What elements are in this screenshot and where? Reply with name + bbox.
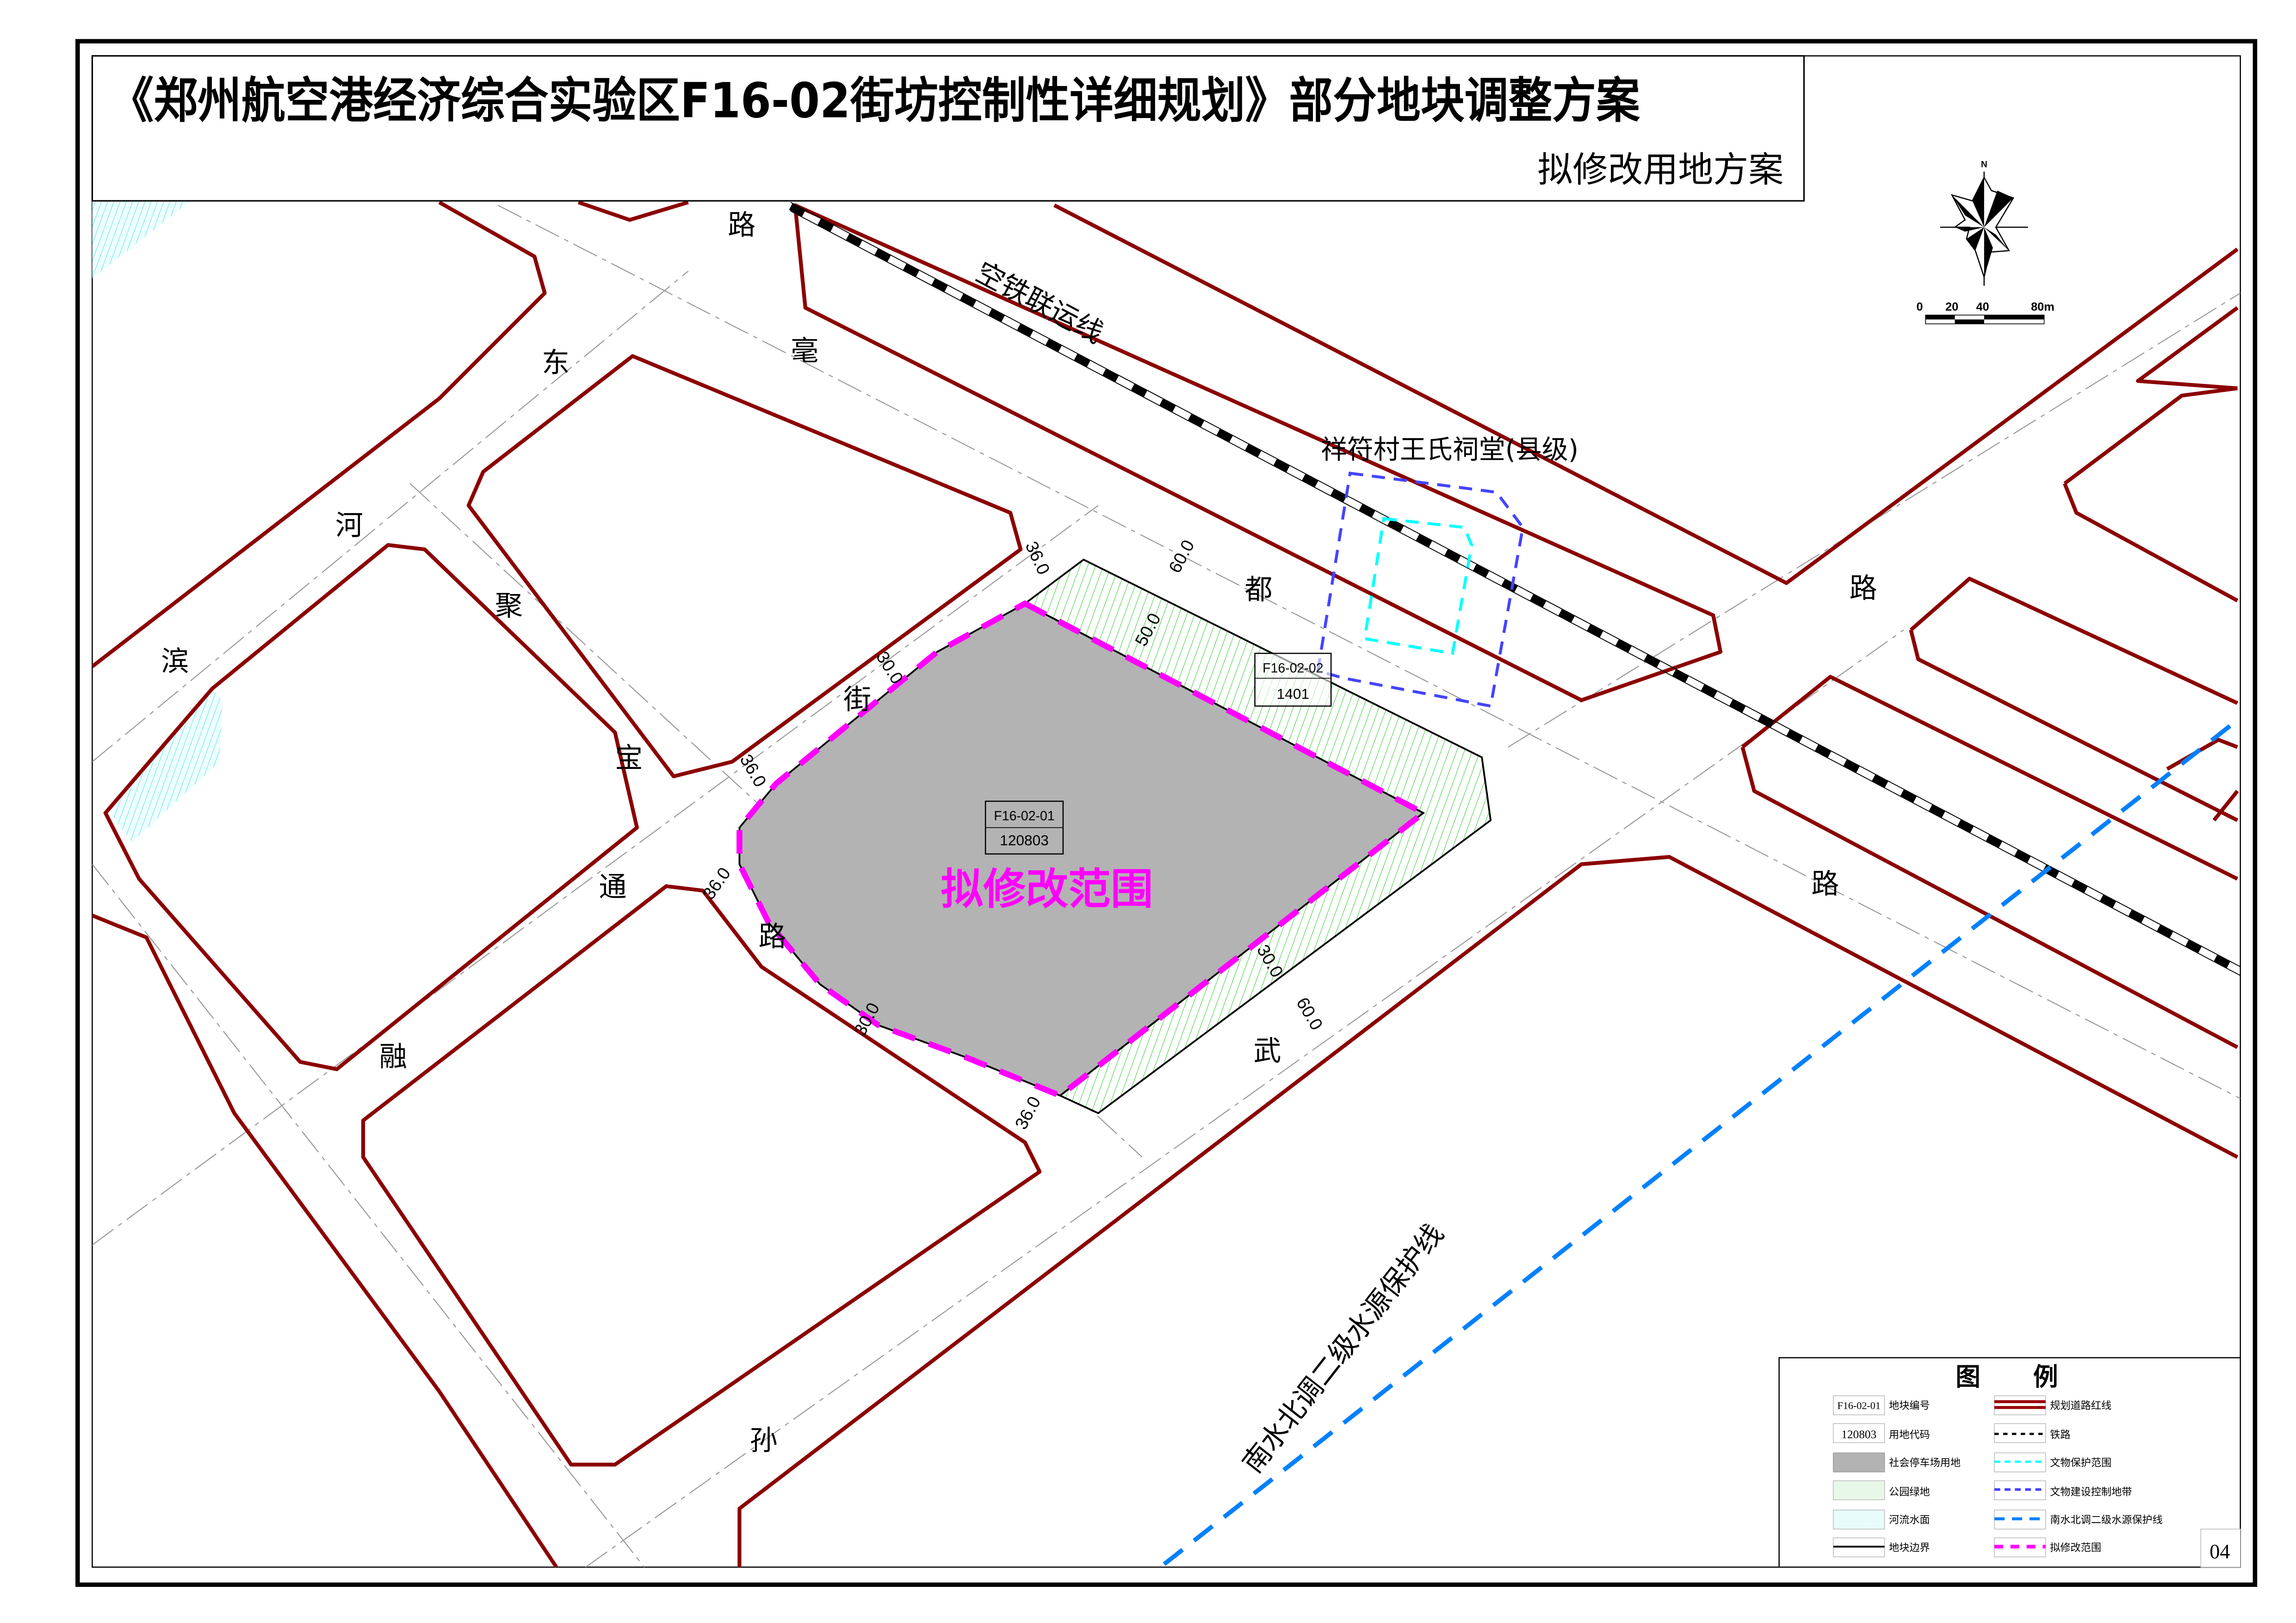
road-char: 滨	[161, 645, 189, 678]
road-char: 都	[1244, 574, 1272, 606]
road-char: 融	[379, 1041, 407, 1073]
scale-tick: 80m	[2031, 301, 2055, 314]
river-water-left	[110, 688, 223, 842]
heritage-control-zone	[1316, 471, 1525, 708]
road-names: 滨 河 东 路 聚 宝 通 路 毫 都 路 街 融 武 路 孙	[161, 209, 1877, 1457]
legend-item-heritage: 文物保护范围	[1994, 1452, 2111, 1473]
heritage-label: 祥符村王氏祠堂(县级)	[1321, 434, 1578, 465]
legend-item-water-line: 南水北调二级水源保护线	[1994, 1509, 2163, 1530]
railway-line	[789, 202, 2240, 976]
road-char: 孙	[750, 1425, 778, 1457]
outer-frame	[75, 39, 2258, 1587]
scale-tick: 20	[1945, 301, 1958, 314]
page-number: 04	[2209, 1540, 2230, 1563]
legend-title: 图	[1956, 1363, 1980, 1392]
dimension-label: 36.0	[1011, 1093, 1045, 1133]
legend-item-road-red-line: 规划道路红线	[1994, 1395, 2111, 1415]
title-block: 《郑州航空港经济综合实验区F16-02街坊控制性详细规划》部分地块调整方案 拟修…	[91, 55, 1805, 202]
road-char: 路	[759, 921, 786, 953]
parcel-use-code: 120803	[1000, 832, 1049, 849]
legend-sample: F16-02-01	[1837, 1400, 1880, 1411]
road-char: 毫	[791, 335, 818, 367]
legend: 图 例 F16-02-01 地块编号 120803 用地代码 社会停车场用地 公…	[1778, 1357, 2241, 1568]
legend-label: 公园绿地	[1889, 1486, 1930, 1498]
road-char: 通	[599, 871, 627, 904]
legend-item-heritage-control: 文物建设控制地带	[1994, 1480, 2132, 1500]
legend-item-parcel-boundary: 地块边界	[1833, 1537, 1930, 1557]
river-water-top	[92, 201, 191, 279]
road-char: 路	[1850, 572, 1877, 605]
parcel-label-F16-02-01: F16-02-01 120803	[984, 800, 1064, 855]
legend-item-land-use-code: 120803 用地代码	[1833, 1423, 1930, 1443]
road-char: 武	[1253, 1035, 1281, 1067]
legend-label: 规划道路红线	[2050, 1400, 2111, 1412]
legend-label: 铁路	[2050, 1429, 2070, 1441]
legend-label: 南水北调二级水源保护线	[2050, 1514, 2163, 1526]
legend-item-water: 河流水面	[1833, 1509, 1930, 1530]
scale-bar: 0 20 40 80m	[1917, 301, 2055, 324]
legend-title: 例	[2033, 1363, 2058, 1392]
dimension-label: 60.0	[1165, 537, 1199, 576]
legend-label: 地块边界	[1889, 1542, 1930, 1554]
legend-label: 拟修改范围	[2050, 1542, 2101, 1554]
legend-sample: 120803	[1841, 1428, 1876, 1441]
north-label: N	[1981, 160, 1987, 169]
legend-label: 河流水面	[1889, 1514, 1930, 1526]
legend-label: 用地代码	[1889, 1429, 1930, 1441]
legend-item-park: 公园绿地	[1833, 1480, 1930, 1500]
legend-label: 文物保护范围	[2050, 1457, 2111, 1469]
scale-tick: 0	[1917, 301, 1923, 314]
road-char: 宝	[615, 742, 643, 774]
modify-boundary	[736, 600, 1429, 1099]
road-char: 河	[335, 509, 363, 542]
heritage-protection-zone	[1363, 517, 1473, 655]
map-title: 《郑州航空港经济综合实验区F16-02街坊控制性详细规划》部分地块调整方案	[110, 73, 1640, 129]
modify-range-label: 拟修改范围	[941, 864, 1153, 914]
road-char: 东	[542, 347, 569, 379]
map-subtitle: 拟修改用地方案	[1538, 149, 1784, 190]
road-char: 路	[728, 209, 755, 242]
road-char: 路	[1811, 868, 1839, 900]
legend-item-railway: 铁路	[1994, 1423, 2071, 1443]
railway-label: 空铁联运线	[971, 256, 1108, 350]
legend-label: 地块编号	[1889, 1400, 1930, 1412]
legend-label: 文物建设控制地带	[2050, 1486, 2132, 1498]
road-char: 街	[843, 683, 871, 716]
parcel-label-F16-02-02: F16-02-02 1401	[1254, 652, 1332, 707]
north-arrow-icon: N	[1940, 160, 2028, 286]
legend-item-parcel-code: F16-02-01 地块编号	[1833, 1395, 1930, 1415]
legend-label: 社会停车场用地	[1889, 1457, 1961, 1469]
legend-item-parking: 社会停车场用地	[1833, 1452, 1961, 1473]
legend-item-modify-range: 拟修改范围	[1994, 1537, 2101, 1557]
dimension-label: 36.0	[699, 864, 735, 904]
parcel-code: F16-02-02	[1262, 661, 1323, 675]
parcel-code: F16-02-01	[994, 809, 1054, 824]
parcel-use-code: 1401	[1277, 685, 1309, 702]
dimension-label: 60.0	[1292, 994, 1326, 1034]
road-char: 聚	[495, 590, 523, 622]
page-number-box	[2200, 1529, 2241, 1568]
water-line-label: 南水北调二级水源保护线	[1236, 1218, 1450, 1479]
scale-tick: 40	[1976, 301, 1989, 314]
